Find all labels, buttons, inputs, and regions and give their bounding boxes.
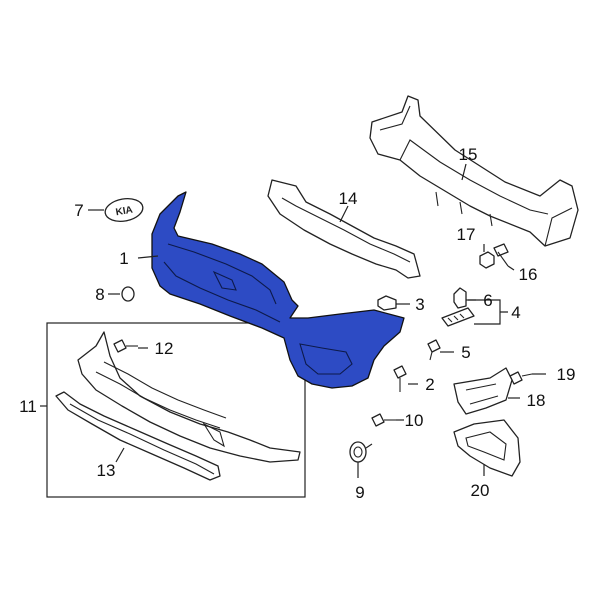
part-19-screw[interactable] xyxy=(509,371,533,385)
callout-12: 12 xyxy=(155,339,174,358)
leader-lines xyxy=(40,163,546,478)
part-8-plug[interactable] xyxy=(121,286,135,302)
callout-10: 10 xyxy=(405,411,424,430)
callout-2: 2 xyxy=(425,375,434,394)
part-4-mounting-bracket[interactable] xyxy=(441,307,475,327)
leader-1 xyxy=(137,255,159,259)
part-3-clip[interactable] xyxy=(377,295,397,311)
callout-8: 8 xyxy=(95,285,104,304)
leader-13 xyxy=(115,447,125,463)
part-2-bolt[interactable] xyxy=(393,365,407,392)
callout-1: 1 xyxy=(119,249,128,268)
part-18-side-bracket[interactable] xyxy=(453,367,513,415)
part-1-bumper-cover[interactable] xyxy=(151,191,405,389)
callout-9: 9 xyxy=(355,483,364,502)
callout-14: 14 xyxy=(339,189,358,208)
leader-16 xyxy=(507,265,515,271)
part-17-nut[interactable] xyxy=(479,251,495,269)
callout-16: 16 xyxy=(519,265,538,284)
part-12-screw[interactable] xyxy=(113,339,138,353)
callout-20: 20 xyxy=(471,481,490,500)
emblem-text: KIA xyxy=(115,205,134,219)
callout-13: 13 xyxy=(97,461,116,480)
part-16-bolt[interactable] xyxy=(493,243,509,267)
callout-4: 4 xyxy=(511,303,520,322)
callout-5: 5 xyxy=(461,343,470,362)
part-10-screw[interactable] xyxy=(371,413,396,427)
callout-15: 15 xyxy=(459,145,478,164)
callout-18: 18 xyxy=(527,391,546,410)
part-5-screw[interactable] xyxy=(427,339,441,361)
callout-17: 17 xyxy=(457,225,476,244)
leader-15 xyxy=(461,163,467,181)
part-20-fog-lamp-bezel[interactable] xyxy=(453,419,521,477)
group-box-grille-assembly xyxy=(46,322,306,498)
callout-3: 3 xyxy=(415,295,424,314)
callout-6: 6 xyxy=(483,291,492,310)
leader-4 xyxy=(468,299,508,325)
part-7-kia-emblem[interactable]: KIA xyxy=(103,196,144,224)
part-13-lower-molding[interactable] xyxy=(55,391,221,481)
leader-14 xyxy=(339,205,349,223)
callout-19: 19 xyxy=(557,365,576,384)
part-15-bumper-reinforcement[interactable] xyxy=(369,95,579,247)
part-9-sensor-holder[interactable] xyxy=(349,441,373,463)
callout-11: 11 xyxy=(19,397,37,416)
callout-7: 7 xyxy=(74,201,83,220)
part-11-lower-grille[interactable] xyxy=(77,331,301,463)
part-14-energy-absorber[interactable] xyxy=(267,179,421,279)
part-6-retainer[interactable] xyxy=(453,287,467,309)
